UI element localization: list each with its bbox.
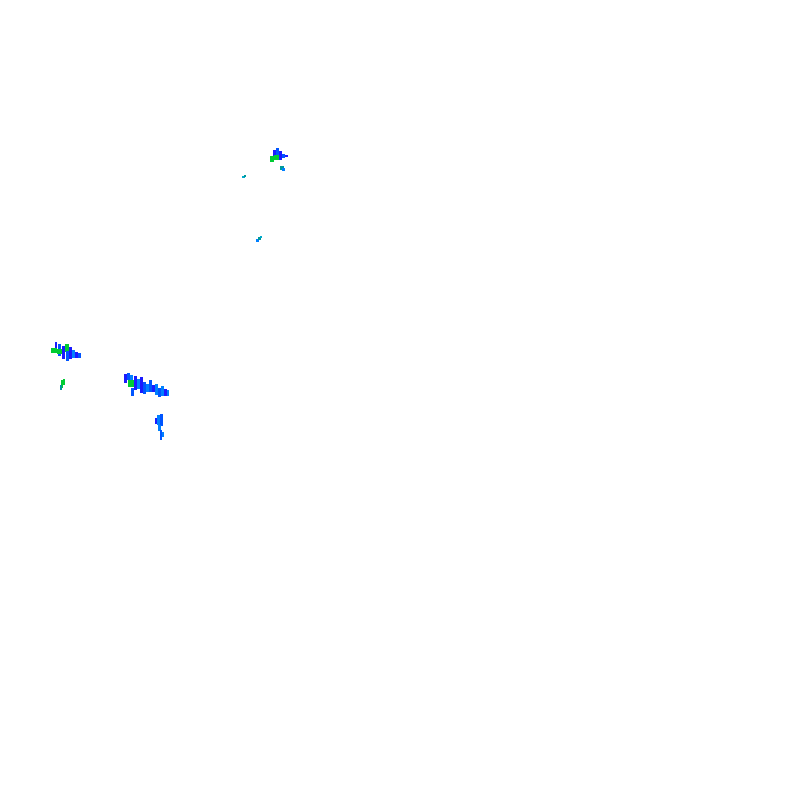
echo-cluster-west bbox=[51, 342, 81, 390]
echo-cluster-north bbox=[270, 148, 288, 171]
echo-cluster-southwest bbox=[124, 373, 169, 397]
echo-streak-south bbox=[155, 414, 164, 440]
echo-speck-center bbox=[256, 236, 262, 242]
echo-speck-northwest bbox=[242, 175, 246, 178]
